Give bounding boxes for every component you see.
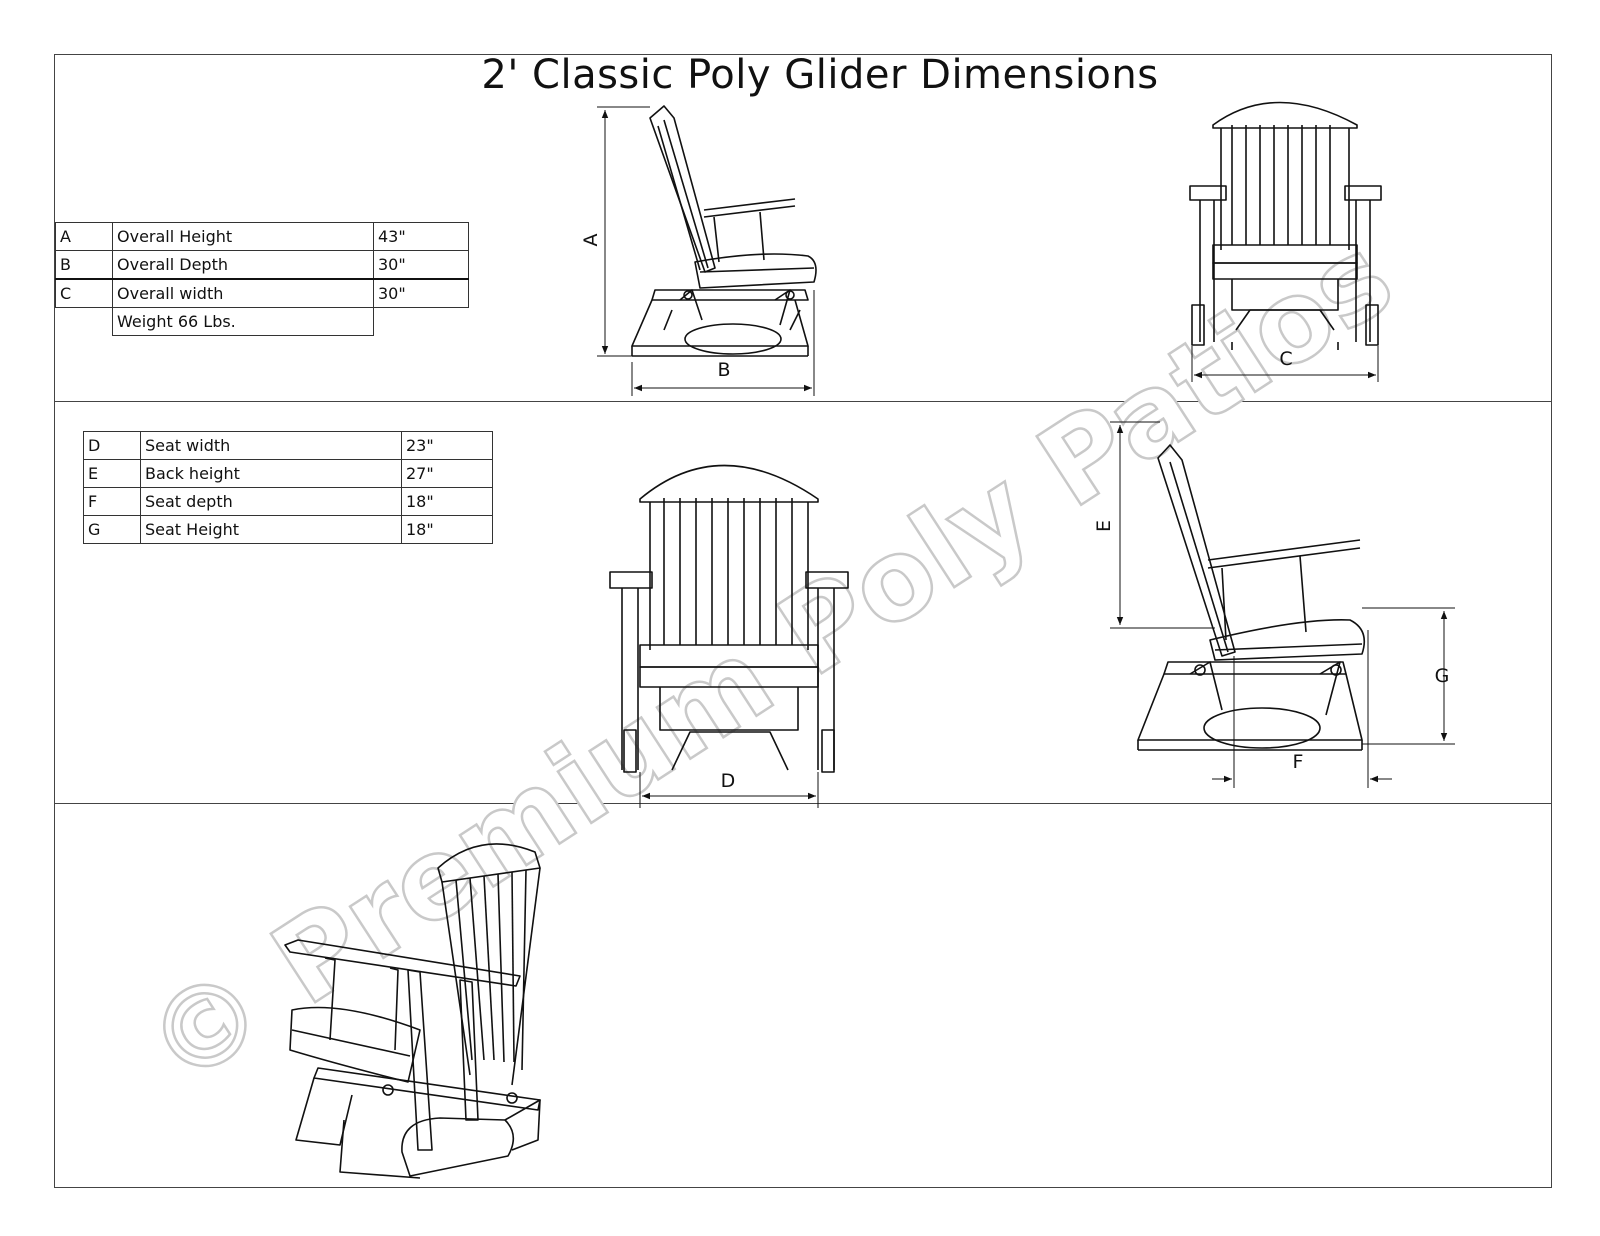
dim-name: Overall Height <box>112 222 374 251</box>
page-title: 2' Classic Poly Glider Dimensions <box>481 52 1159 98</box>
dim-value: 18" <box>401 515 493 544</box>
side-view-middle <box>1137 444 1366 751</box>
dim-key: C <box>55 278 113 308</box>
dim-name: Seat depth <box>140 487 402 516</box>
dim-name: Seat width <box>140 431 402 460</box>
dim-value: 43" <box>373 222 469 251</box>
table-row: B Overall Depth 30" <box>55 250 469 280</box>
dim-label-b: B <box>717 359 730 381</box>
dimensions-table-seat: D Seat width 23" E Back height 27" F Sea… <box>83 431 493 544</box>
side-view-top <box>631 105 817 357</box>
table-row: A Overall Height 43" <box>55 222 469 251</box>
dim-value: 30" <box>373 278 469 308</box>
dim-key: D <box>83 431 141 460</box>
dim-label-f: F <box>1293 751 1304 773</box>
table-row: F Seat depth 18" <box>83 487 493 516</box>
dim-value: 30" <box>373 250 469 280</box>
dim-name: Back height <box>140 459 402 488</box>
dim-name: Overall Depth <box>112 250 374 280</box>
dim-key: G <box>83 515 141 544</box>
dim-value: 23" <box>401 431 493 460</box>
dim-label-e: E <box>1093 520 1115 532</box>
dim-label-a: A <box>580 234 602 247</box>
dim-value: 18" <box>401 487 493 516</box>
dim-key: B <box>55 250 113 280</box>
dim-key: F <box>83 487 141 516</box>
front-view-middle <box>609 464 849 773</box>
table-row: G Seat Height 18" <box>83 515 493 544</box>
weight-cell: Weight 66 Lbs. <box>112 307 374 336</box>
dim-key: A <box>55 222 113 251</box>
section-divider-2 <box>54 803 1552 804</box>
dim-name: Seat Height <box>140 515 402 544</box>
isometric-view <box>284 843 541 1179</box>
table-row: Weight 66 Lbs. <box>56 307 469 336</box>
dim-name: Overall width <box>112 278 374 308</box>
section-divider-1 <box>54 401 1552 402</box>
dim-value: 27" <box>401 459 493 488</box>
drawing-frame <box>54 54 1552 1188</box>
table-row: C Overall width 30" <box>55 278 469 308</box>
dim-label-c: C <box>1279 348 1292 370</box>
dim-label-d: D <box>721 770 736 792</box>
dim-label-g: G <box>1435 665 1450 687</box>
front-view-top <box>1189 101 1382 350</box>
table-row: E Back height 27" <box>83 459 493 488</box>
table-row: D Seat width 23" <box>83 431 493 460</box>
dim-key: E <box>83 459 141 488</box>
dimensions-table-overall: A Overall Height 43" B Overall Depth 30"… <box>55 222 469 336</box>
